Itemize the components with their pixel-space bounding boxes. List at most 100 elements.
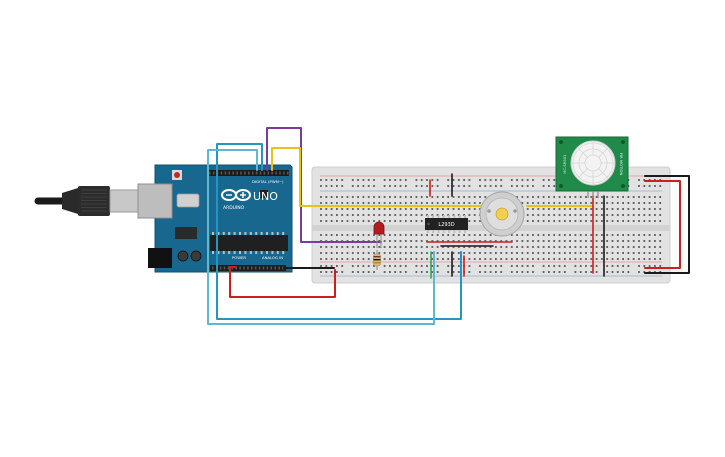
breadboard-hole — [378, 208, 381, 210]
breadboard-hole — [574, 234, 577, 236]
breadboard-hole — [590, 246, 593, 248]
arduino-uno[interactable]: UNO ARDUINO DIGITAL (PWM~) POWER ANALOG … — [34, 164, 293, 273]
dc-power-jack[interactable] — [148, 248, 172, 268]
breadboard-hole — [325, 185, 328, 187]
breadboard-hole — [611, 220, 614, 222]
pir-sensor[interactable]: HC-SR501 PIR MOTION — [555, 136, 629, 198]
breadboard-hole — [548, 234, 550, 236]
wire-red-rail-bridge[interactable] — [644, 180, 681, 269]
breadboard-hole — [606, 246, 609, 248]
breadboard-hole — [468, 179, 471, 181]
breadboard-hole — [362, 179, 365, 181]
breadboard-hole — [394, 252, 397, 254]
breadboard-hole — [532, 234, 534, 236]
breadboard-hole — [468, 214, 471, 216]
breadboard-hole — [426, 202, 428, 204]
breadboard-hole — [548, 252, 550, 254]
usb-b-port[interactable] — [137, 183, 173, 219]
breadboard-hole — [648, 202, 651, 204]
pir-mount-hole-2 — [621, 140, 625, 144]
reset-button[interactable] — [174, 172, 180, 178]
breadboard-hole — [648, 234, 651, 236]
breadboard-hole — [484, 179, 487, 181]
breadboard-hole — [622, 214, 624, 216]
breadboard-hole — [341, 265, 344, 267]
chip-leg — [239, 232, 241, 235]
chip-leg — [255, 251, 258, 254]
breadboard-hole — [627, 214, 630, 216]
power-label: POWER — [232, 255, 246, 260]
wire-red-5v[interactable] — [229, 266, 336, 298]
breadboard-hole — [632, 208, 635, 210]
resistor[interactable] — [373, 250, 381, 270]
breadboard-hole — [362, 271, 365, 273]
breadboard-hole — [558, 265, 561, 267]
breadboard-hole — [510, 185, 513, 187]
red-led[interactable] — [373, 221, 385, 248]
breadboard-hole — [579, 196, 582, 198]
wire-lightblue-ic-input[interactable] — [207, 149, 435, 325]
breadboard-hole — [654, 265, 656, 267]
breadboard-hole — [638, 252, 640, 254]
header-pin — [254, 266, 257, 270]
breadboard-hole — [447, 271, 450, 273]
breadboard-hole — [537, 240, 540, 242]
wire-blue-ic-input[interactable] — [216, 143, 462, 320]
capacitor-1 — [177, 250, 189, 262]
breadboard-hole — [330, 220, 333, 222]
breadboard-hole — [548, 271, 550, 273]
breadboard-hole — [447, 185, 450, 187]
header-pin — [255, 171, 258, 175]
chip-leg — [222, 232, 225, 235]
header-pin — [278, 266, 280, 270]
l293d-ic[interactable]: L293D — [425, 215, 468, 233]
breadboard-hole — [590, 220, 593, 222]
breadboard-hole — [457, 196, 460, 198]
breadboard-hole — [659, 265, 662, 267]
wire-purple-led[interactable] — [266, 127, 382, 243]
breadboard-hole — [595, 265, 598, 267]
breadboard-hole — [521, 252, 524, 254]
breadboard-hole — [654, 220, 656, 222]
breadboard-hole — [606, 265, 609, 267]
breadboard-hole — [389, 271, 391, 273]
breadboard-hole — [351, 202, 354, 204]
breadboard-hole — [415, 214, 418, 216]
breadboard-hole — [616, 234, 619, 236]
breadboard-hole — [341, 202, 344, 204]
ic-leg — [432, 215, 435, 218]
chip-leg — [217, 232, 220, 235]
breadboard-hole — [410, 202, 412, 204]
header-pin — [263, 171, 266, 175]
breadboard-hole — [611, 202, 614, 204]
breadboard-hole — [415, 196, 418, 198]
breadboard-hole — [616, 258, 619, 260]
breadboard-hole — [606, 271, 609, 273]
breadboard-hole — [500, 240, 503, 242]
breadboard-hole — [420, 214, 423, 216]
breadboard-hole — [484, 271, 487, 273]
breadboard-hole — [526, 185, 529, 187]
breadboard-hole — [415, 220, 418, 222]
breadboard-hole — [325, 214, 328, 216]
breadboard-hole — [404, 258, 407, 260]
breadboard-hole — [648, 185, 651, 187]
dc-motor[interactable] — [479, 191, 525, 237]
wire-yellow-pir-signal[interactable] — [271, 147, 481, 207]
breadboard-hole — [595, 258, 598, 260]
breadboard-hole — [579, 265, 582, 267]
breadboard-hole — [548, 258, 550, 260]
breadboard-hole — [510, 179, 513, 181]
breadboard-hole — [357, 258, 359, 260]
wire-black-rail-bridge[interactable] — [644, 175, 690, 274]
breadboard-hole — [569, 220, 571, 222]
breadboard-hole — [457, 185, 460, 187]
breadboard-hole — [373, 246, 375, 248]
breadboard-hole — [468, 185, 471, 187]
breadboard-hole — [336, 271, 338, 273]
breadboard-hole — [457, 271, 460, 273]
breadboard-hole — [553, 220, 556, 222]
breadboard-hole — [601, 208, 603, 210]
breadboard-hole — [659, 202, 662, 204]
breadboard-hole — [659, 196, 662, 198]
